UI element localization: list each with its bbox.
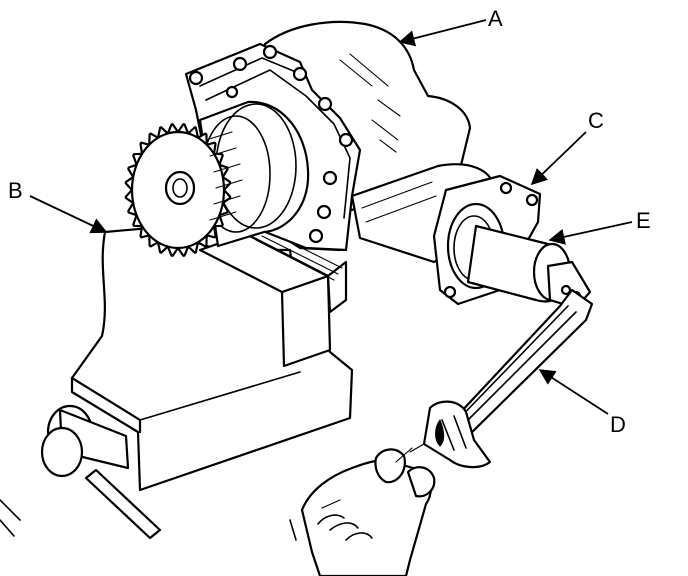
callout-b: B xyxy=(8,178,23,203)
special-tool-socket xyxy=(466,224,592,310)
leader-c xyxy=(530,131,587,186)
callout-d: D xyxy=(610,412,626,437)
hand xyxy=(289,443,436,576)
callout-a: A xyxy=(488,6,503,31)
leader-e xyxy=(548,221,633,245)
leader-d xyxy=(538,369,609,415)
vise xyxy=(0,226,354,540)
vise-wood-jaw xyxy=(244,232,348,314)
wrench-handle xyxy=(422,400,492,469)
callout-c: C xyxy=(588,108,604,133)
vise-screw xyxy=(0,404,162,540)
leader-a xyxy=(398,19,487,47)
torque-wrench xyxy=(422,288,594,469)
leader-b xyxy=(29,195,108,234)
callout-labels: A B C D E xyxy=(8,6,651,437)
callout-e: E xyxy=(636,208,651,233)
input-gear xyxy=(124,100,310,257)
leader-lines xyxy=(29,19,633,415)
